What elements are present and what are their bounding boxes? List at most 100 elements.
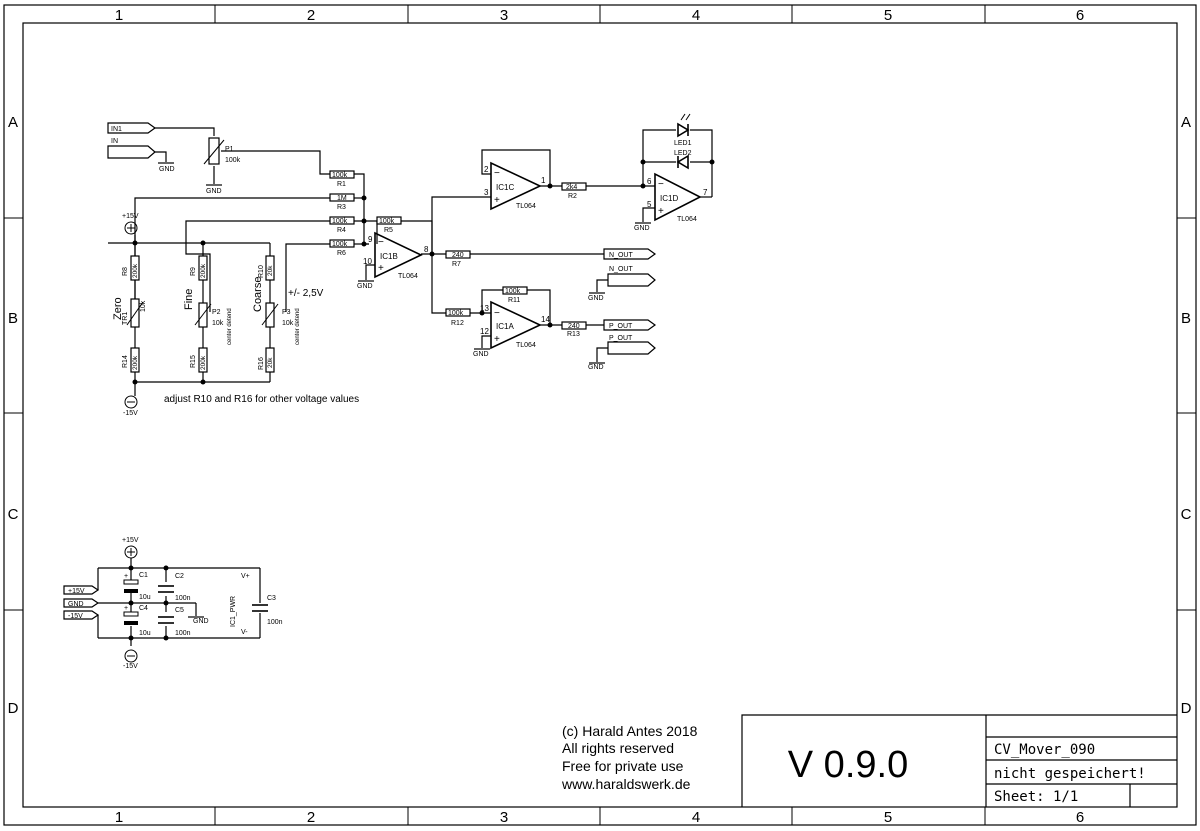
r11-value: 100k: [505, 288, 521, 295]
drawing-frame: 1 2 3 4 5 6 1 2 3 4 5 6 A B C D A B C D: [3, 4, 1197, 826]
led-led2: LED2: [674, 150, 692, 170]
ic1c-ref: IC1C: [496, 183, 514, 192]
tr1-ref: TR1: [122, 312, 129, 325]
ic1a-minus-sign: −: [494, 308, 500, 319]
copyright-line-1: (c) Harald Antes 2018: [562, 723, 698, 739]
port-pwr-gnd: GND: [63, 598, 100, 608]
gnd-pout-label: GND: [588, 364, 604, 371]
c5-value: 100n: [175, 630, 191, 637]
opamp-ic1d: − + IC1D TL064 6 5 7 GND: [634, 172, 708, 232]
ic1c-pin-minus: 2: [484, 165, 489, 174]
row-d-right: D: [1181, 700, 1192, 717]
copyright-line-4: www.haraldswerk.de: [561, 776, 691, 792]
r2-ref: R2: [568, 193, 577, 200]
r2-value: 2k4: [566, 184, 577, 191]
r13-value: 240: [568, 323, 580, 330]
ic1-vplus: V+: [241, 573, 250, 580]
p2-note: center detend: [227, 308, 233, 345]
p-out-1-label: P_OUT: [609, 323, 633, 330]
gnd-ic1b-label: GND: [357, 283, 373, 290]
supply-p15-b: +15V: [122, 537, 139, 559]
p3-ref: P3: [282, 309, 291, 316]
gnd-ic1d-label: GND: [634, 225, 650, 232]
row-a-left: A: [8, 114, 18, 131]
supply-p15-a: +15V: [122, 213, 139, 235]
ic1d-ref: IC1D: [660, 194, 678, 203]
ic1b-ref: IC1B: [380, 252, 398, 261]
col-2-bottom: 2: [307, 809, 315, 826]
c3-ref: C3: [267, 595, 276, 602]
col-2-top: 2: [307, 7, 315, 24]
title-block: V 0.9.0 CV_Mover_090 nicht gespeichert! …: [741, 714, 1177, 807]
col-4-top: 4: [692, 7, 700, 24]
supply-m15-b: -15V: [123, 649, 138, 670]
r9-value: 200k: [200, 263, 207, 278]
ic1b-plus-sign: +: [378, 263, 384, 274]
ic1c-minus-sign: −: [494, 168, 500, 179]
pwr-gnd-label: GND: [68, 601, 84, 608]
ic1c-pin-plus: 3: [484, 188, 489, 197]
r12-ref: R12: [451, 320, 464, 327]
p3-note: center detend: [295, 308, 301, 345]
r10-ref: R10: [258, 265, 265, 278]
m15-b-label: -15V: [123, 663, 138, 670]
port-in-label: IN: [111, 138, 118, 145]
resistor-r2: 2k4 R2: [561, 182, 587, 200]
gnd-p1-label: GND: [206, 188, 222, 195]
p2-ref: P2: [212, 309, 221, 316]
range-label: +/- 2,5V: [288, 288, 324, 299]
c1-ref: C1: [139, 572, 148, 579]
r11-ref: R11: [508, 297, 520, 304]
copyright-block: (c) Harald Antes 2018 All rights reserve…: [561, 723, 698, 792]
coarse-label: Coarse: [252, 277, 264, 312]
capacitor-c1: + C1 10u: [123, 572, 151, 601]
row-d-left: D: [8, 700, 19, 717]
adjust-note: adjust R10 and R16 for other voltage val…: [164, 394, 359, 405]
p2-value: 10k: [212, 320, 224, 327]
c1-value: 10u: [139, 594, 151, 601]
r14-value: 200k: [132, 355, 139, 370]
gnd-ic1a-label: GND: [473, 351, 489, 358]
r14-ref: R14: [122, 355, 129, 368]
save-status: nicht gespeichert!: [994, 766, 1146, 782]
row-c-left: C: [8, 506, 19, 523]
p15-a-label: +15V: [122, 213, 139, 220]
led2-ref: LED2: [674, 150, 692, 157]
pwr-m15-label: -15V: [68, 613, 83, 620]
r4-value: 100k: [332, 218, 348, 225]
c4-plus: +: [124, 605, 128, 612]
capacitor-c5: C5 100n: [158, 607, 191, 637]
ic1b-pin-plus: 10: [363, 257, 372, 266]
led1-ref: LED1: [674, 140, 692, 147]
m15-a-label: -15V: [123, 410, 138, 417]
ic1-vminus: V-: [241, 629, 248, 636]
gnd-pwr-label: GND: [193, 618, 209, 625]
resistor-r4: 100k R4: [329, 216, 355, 234]
r1-value: 100k: [332, 172, 348, 179]
version-label: V 0.9.0: [788, 744, 908, 786]
c4-ref: C4: [139, 605, 148, 612]
r15-ref: R15: [190, 355, 197, 368]
r3-ref: R3: [337, 204, 346, 211]
port-p-out-1: P_OUT: [603, 319, 657, 331]
resistor-r11: 100k R11: [502, 286, 528, 304]
n-out-1-label: N_OUT: [609, 252, 633, 259]
power-unit-ic1: IC1_PWR V+ V-: [230, 573, 250, 636]
junction-dots: [128, 159, 715, 641]
led-led1: LED1: [674, 113, 692, 147]
ic1-pwr-ref: IC1_PWR: [230, 596, 237, 627]
col-6-top: 6: [1076, 7, 1084, 24]
r8-ref: R8: [122, 267, 129, 276]
c5-ref: C5: [175, 607, 184, 614]
r6-ref: R6: [337, 250, 346, 257]
gnd-in-label: GND: [159, 166, 175, 173]
ic1a-plus-sign: +: [494, 334, 500, 345]
col-3-bottom: 3: [500, 809, 508, 826]
port-in: IN: [107, 138, 156, 159]
r1-ref: R1: [337, 181, 346, 188]
ic1d-pin-out: 7: [703, 188, 708, 197]
resistor-r5: 100k R5: [376, 216, 402, 234]
port-in1: IN1: [107, 122, 157, 134]
r16-value: 20k: [267, 357, 274, 368]
